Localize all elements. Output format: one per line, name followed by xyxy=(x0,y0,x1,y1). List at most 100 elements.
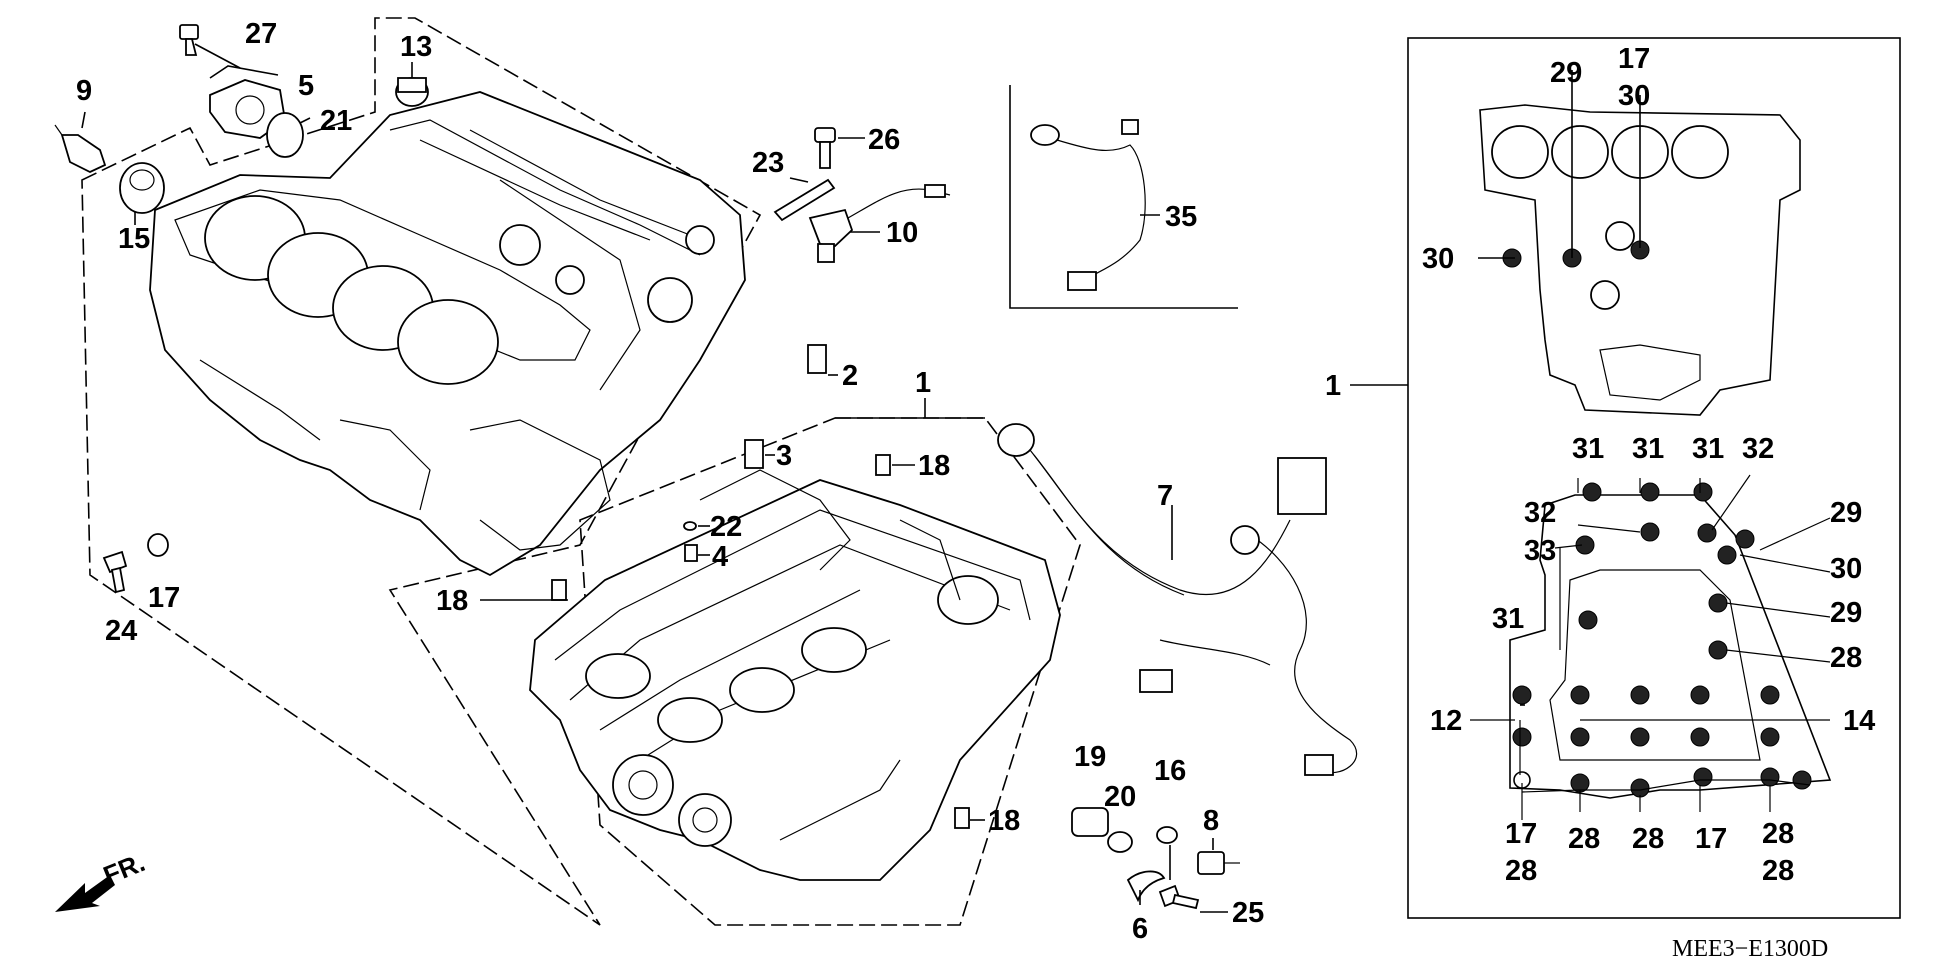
bolt-marker xyxy=(1640,482,1660,502)
label-23: 23 xyxy=(752,147,784,179)
bolt-marker xyxy=(1578,610,1598,630)
label-12: 12 xyxy=(1430,705,1462,737)
lower-crankcase xyxy=(529,469,1061,881)
sensor-35 xyxy=(1030,119,1146,291)
label-17: 17 xyxy=(148,582,180,614)
label-26: 26 xyxy=(868,124,900,156)
orifice-4 xyxy=(684,544,698,562)
bolt-marker xyxy=(1575,535,1595,555)
bolt-marker xyxy=(1570,727,1590,747)
bolt-marker xyxy=(1760,685,1780,705)
bolt-marker xyxy=(1697,523,1717,543)
label-22: 22 xyxy=(710,511,742,543)
bolt-chart-upper xyxy=(1479,104,1801,416)
label-6: 6 xyxy=(1132,913,1148,945)
bolt-marker xyxy=(1512,727,1532,747)
label-32: 32 xyxy=(1742,433,1774,465)
label-1: 1 xyxy=(915,367,931,399)
bolt-marker xyxy=(1570,685,1590,705)
bolt-27 xyxy=(179,24,199,56)
bolt-marker xyxy=(1717,545,1737,565)
label-7: 7 xyxy=(1157,480,1173,512)
label-31: 31 xyxy=(1492,603,1524,635)
washer-17 xyxy=(147,533,169,557)
dowel-18c xyxy=(954,807,970,829)
switch-9 xyxy=(54,124,107,173)
bolt-chart-lower xyxy=(1509,494,1832,799)
bolt-markers xyxy=(1470,240,1831,820)
label-29: 29 xyxy=(1830,497,1862,529)
label-30: 30 xyxy=(1422,243,1454,275)
bolt-26 xyxy=(814,127,836,169)
bolt-marker xyxy=(1630,727,1650,747)
label-18: 18 xyxy=(918,450,950,482)
label-17: 28 xyxy=(1762,818,1794,850)
label-28: 28 xyxy=(1568,823,1600,855)
label-29: 29 xyxy=(1830,597,1862,629)
label-33: 33 xyxy=(1524,535,1556,567)
label-30: 30 xyxy=(1618,80,1650,112)
bolt-marker xyxy=(1690,727,1710,747)
label-27: 27 xyxy=(245,18,277,50)
label-2: 2 xyxy=(842,360,858,392)
dowel-18a xyxy=(875,454,891,476)
dowel-2 xyxy=(807,344,827,374)
bolt-marker xyxy=(1512,685,1532,705)
label-1: 1 xyxy=(1325,370,1341,402)
label-3: 3 xyxy=(776,440,792,472)
bolt-leader-line xyxy=(1725,649,1831,663)
bolt-marker xyxy=(1582,482,1602,502)
label-24: 24 xyxy=(105,615,137,647)
bolt-marker xyxy=(1640,522,1660,542)
oil-jet-15 xyxy=(119,162,165,214)
label-28: 17 xyxy=(1695,823,1727,855)
sensor-10 xyxy=(808,184,951,263)
bolt-marker xyxy=(1693,767,1713,787)
label-35: 35 xyxy=(1165,201,1197,233)
bolt-marker xyxy=(1760,727,1780,747)
label-8: 8 xyxy=(1203,805,1219,837)
label-31: 31 xyxy=(1692,433,1724,465)
bearing-19 xyxy=(1071,807,1109,837)
bolt-leader-line xyxy=(1739,554,1831,573)
bolt-marker xyxy=(1630,778,1650,798)
label-28: 28 xyxy=(1830,642,1862,674)
bolt-25 xyxy=(1158,884,1200,910)
dowel-18b xyxy=(551,579,567,601)
bolt-chart-frame xyxy=(1407,37,1901,919)
bolt-marker xyxy=(1708,593,1728,613)
bolt-marker xyxy=(1760,767,1780,787)
label-16: 16 xyxy=(1154,755,1186,787)
upper-crankcase xyxy=(149,91,746,577)
bolt-leader-line xyxy=(1554,544,1583,549)
dowel-3 xyxy=(744,439,764,469)
bolt-marker xyxy=(1690,685,1710,705)
washer-16 xyxy=(1156,826,1178,844)
label-5: 5 xyxy=(298,70,314,102)
label-32: 32 xyxy=(1524,497,1556,529)
label-28: 28 xyxy=(1762,855,1794,887)
bolt-marker xyxy=(1630,685,1650,705)
diagram-code: MEE3−E1300D xyxy=(1672,936,1828,962)
label-21: 21 xyxy=(320,105,352,137)
wire-harness-7 xyxy=(997,423,1358,776)
label-4: 4 xyxy=(712,541,728,573)
label-17: 17 xyxy=(1505,818,1537,850)
bolt-leader-line xyxy=(1577,524,1641,533)
o-ring-22 xyxy=(683,521,697,531)
label-13: 13 xyxy=(400,31,432,63)
bolt-marker xyxy=(1570,773,1590,793)
label-29: 29 xyxy=(1550,57,1582,89)
bolt-24 xyxy=(102,550,128,594)
label-10: 10 xyxy=(886,217,918,249)
bolt-marker xyxy=(1708,640,1728,660)
sensor-box-outline xyxy=(1009,85,1238,309)
label-14: 14 xyxy=(1843,705,1875,737)
upper-crankcase-outline xyxy=(81,17,762,926)
label-15: 15 xyxy=(118,223,150,255)
leader-lines xyxy=(81,43,1641,913)
label-28: 28 xyxy=(1505,855,1537,887)
bolt-marker xyxy=(1735,529,1755,549)
clamp-23 xyxy=(773,178,836,222)
